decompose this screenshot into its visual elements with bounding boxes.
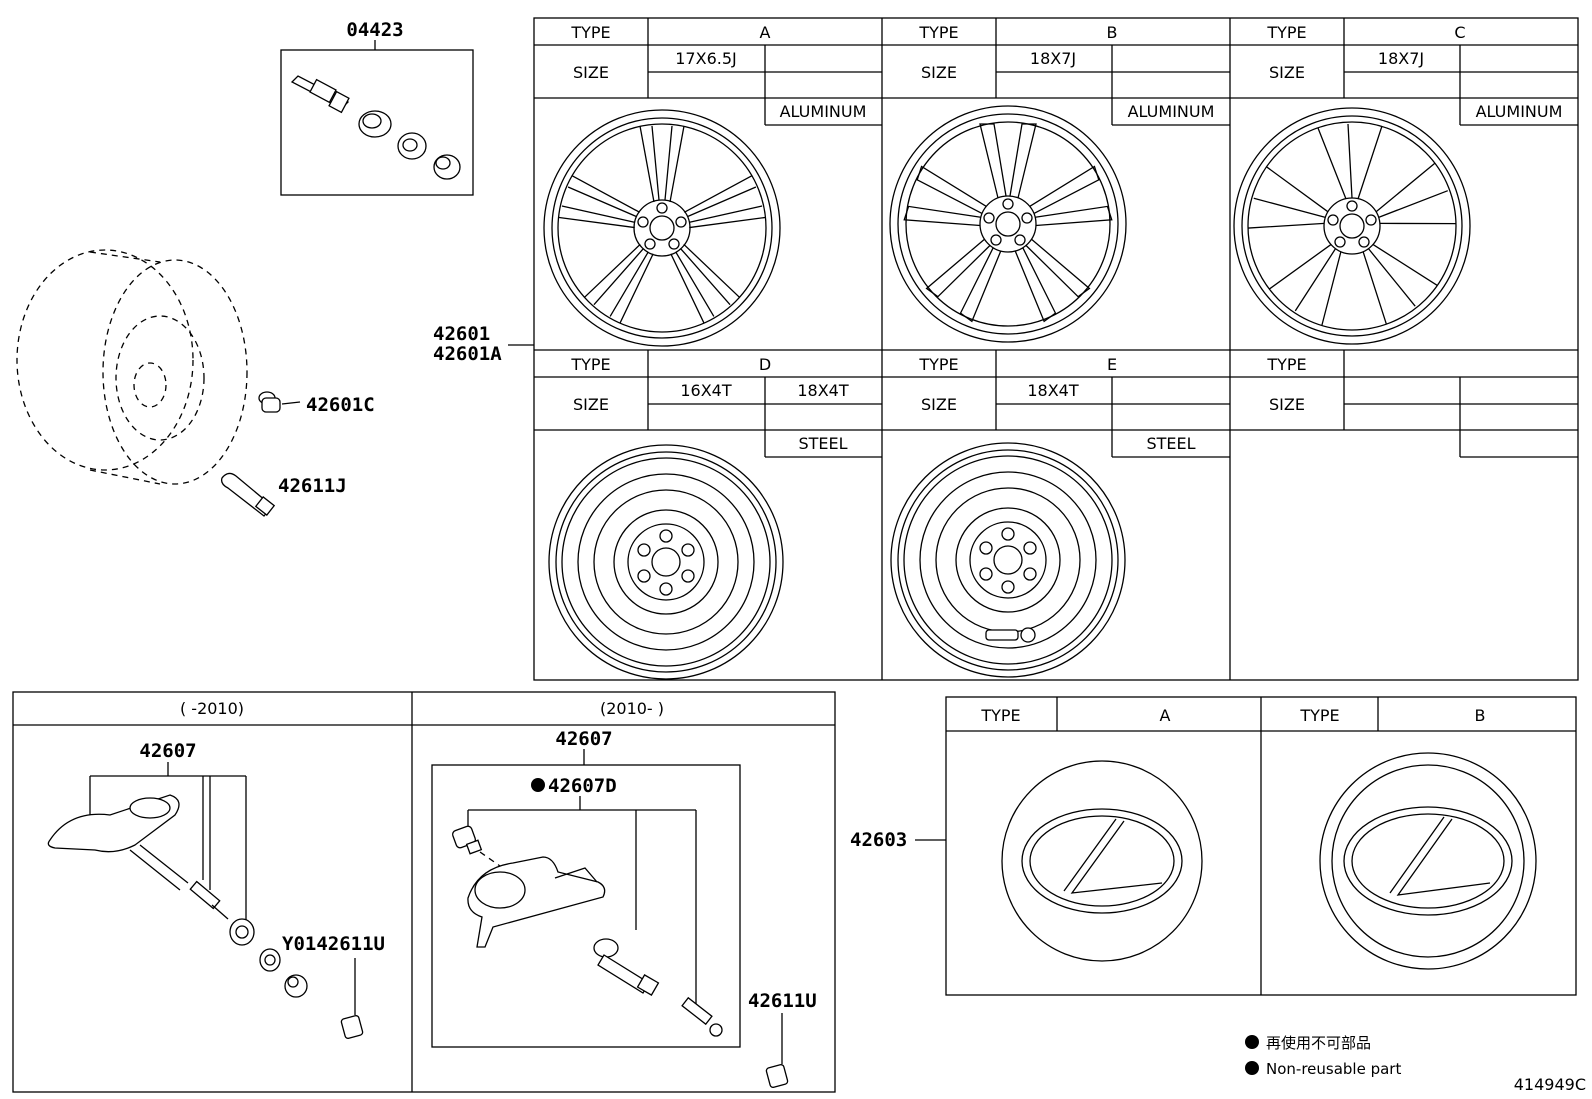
part-label-42601[interactable]: 42601: [433, 323, 490, 345]
wheel-size-a: 17X6.5J: [675, 49, 736, 68]
tpms-sensor-new-icon: [467, 856, 606, 948]
tpms-sensor-old-icon: [47, 794, 229, 920]
size-label: SIZE: [573, 395, 609, 414]
wheel-type-e: E: [1107, 355, 1117, 374]
valve-cap-icon: [765, 1064, 789, 1088]
part-label-42603[interactable]: 42603: [850, 829, 907, 851]
cap-table: 42603 TYPE A TYPE B: [850, 696, 1577, 996]
wheel-size-d-2: 18X4T: [797, 381, 849, 400]
type-label: TYPE: [1299, 706, 1339, 725]
diagram-id: 414949C: [1514, 1075, 1586, 1094]
wheel-material-e: STEEL: [1146, 434, 1195, 453]
valve-nut-icon: [433, 154, 461, 180]
part-label-42607-left[interactable]: 42607: [139, 740, 196, 762]
part-label-y0142611u[interactable]: Y0142611U: [282, 933, 385, 955]
legend-english: Non-reusable part: [1266, 1060, 1401, 1078]
legend-japanese: 再使用不可部品: [1266, 1034, 1371, 1052]
wheel-col-b: TYPE B SIZE 18X7J ALUMINUM: [882, 18, 1230, 126]
lexus-cap-b-icon: [1319, 752, 1537, 970]
type-label: TYPE: [918, 23, 958, 42]
type-label: TYPE: [570, 355, 610, 374]
part-label-42611u-right[interactable]: 42611U: [748, 990, 817, 1012]
tire-valve-icon: 42611J: [220, 472, 347, 517]
part-label-42611J[interactable]: 42611J: [278, 475, 347, 497]
wheel-type-b: B: [1107, 23, 1118, 42]
tpms-valve-icon: [593, 938, 660, 996]
tire-outline: [16, 249, 248, 485]
valve-grommet-icon: [358, 110, 392, 138]
wheel-material-b: ALUMINUM: [1128, 102, 1215, 121]
valve-stem-icon: [290, 75, 350, 114]
wheel-col-d: TYPE D SIZE 16X4T 18X4T STEEL: [534, 350, 882, 458]
wheel-type-d: D: [759, 355, 771, 374]
valve-kit-group: 04423: [280, 19, 474, 196]
lug-nut-icon: 42601C: [258, 391, 375, 416]
wheel-size-b: 18X7J: [1030, 49, 1076, 68]
size-label: SIZE: [921, 395, 957, 414]
wheel-e-icon: [890, 442, 1126, 678]
type-label: TYPE: [1266, 23, 1306, 42]
wheel-col-a: TYPE A SIZE 17X6.5J ALUMINUM: [534, 18, 882, 126]
wheel-col-empty: TYPE SIZE: [1230, 350, 1578, 458]
legend: 再使用不可部品 Non-reusable part: [1245, 1034, 1401, 1078]
wheel-type-a: A: [760, 23, 771, 42]
tpms-nut-icon: [284, 974, 308, 998]
cap-type-a: A: [1160, 706, 1171, 725]
part-label-42601C[interactable]: 42601C: [306, 394, 375, 416]
bullet-icon: [1245, 1061, 1259, 1075]
wheel-size-e: 18X4T: [1027, 381, 1079, 400]
tpms-panel: ( -2010) (2010- ) 42607 Y0142611U: [12, 691, 836, 1093]
wheel-b-icon: [889, 105, 1127, 343]
valve-cap-icon: [340, 1015, 364, 1039]
tpms-core-icon: [681, 996, 723, 1037]
size-label: SIZE: [1269, 63, 1305, 82]
bullet-icon: [1245, 1035, 1259, 1049]
wheel-material-c: ALUMINUM: [1476, 102, 1563, 121]
non-reusable-bullet: [531, 778, 545, 792]
valve-washer-icon: [397, 132, 427, 160]
tpms-right-header: (2010- ): [600, 699, 664, 718]
wheel-size-c: 18X7J: [1378, 49, 1424, 68]
wheel-table: TYPE A SIZE 17X6.5J ALUMINUM TYPE B SIZE…: [533, 17, 1579, 681]
part-label-42601A[interactable]: 42601A: [433, 343, 502, 365]
wheel-col-e: TYPE E SIZE 18X4T STEEL: [882, 350, 1230, 458]
type-label: TYPE: [918, 355, 958, 374]
size-label: SIZE: [921, 63, 957, 82]
tpms-screw-icon: [452, 825, 501, 867]
cap-type-b: B: [1475, 706, 1486, 725]
type-label: TYPE: [1266, 355, 1306, 374]
part-label-42607-right[interactable]: 42607: [555, 728, 612, 750]
size-label: SIZE: [573, 63, 609, 82]
tpms-grommet-icon: [229, 918, 255, 946]
wheel-size-d-1: 16X4T: [680, 381, 732, 400]
size-label: SIZE: [1269, 395, 1305, 414]
wheel-type-c: C: [1454, 23, 1465, 42]
wheel-material-a: ALUMINUM: [780, 102, 867, 121]
wheel-material-d: STEEL: [798, 434, 847, 453]
tpms-left-header: ( -2010): [180, 699, 244, 718]
wheel-col-c: TYPE C SIZE 18X7J ALUMINUM: [1230, 18, 1578, 126]
wheel-d-icon: [548, 444, 784, 680]
lexus-cap-a-icon: [1001, 760, 1203, 962]
tpms-washer-icon: [259, 948, 281, 972]
type-label: TYPE: [570, 23, 610, 42]
wheel-c-icon: [1233, 107, 1471, 345]
part-label-04423[interactable]: 04423: [346, 19, 403, 41]
type-label: TYPE: [980, 706, 1020, 725]
part-label-42607D[interactable]: 42607D: [548, 775, 617, 797]
wheel-a-icon: [543, 109, 781, 347]
